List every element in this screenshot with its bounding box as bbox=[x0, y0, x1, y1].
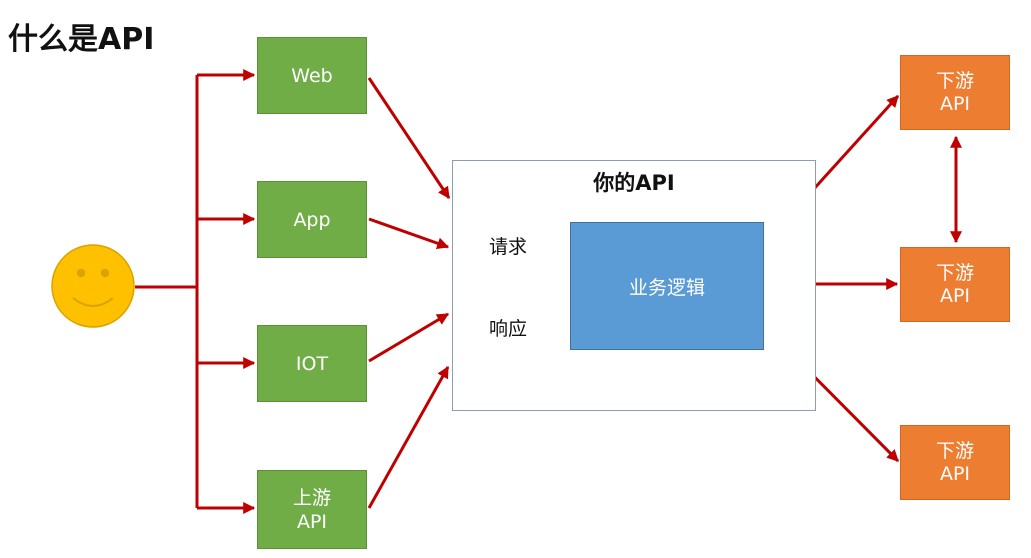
your-api-title: 你的API bbox=[593, 171, 675, 195]
request-label: 请求 bbox=[489, 236, 528, 258]
downstream-3-label-line2: API bbox=[939, 462, 971, 485]
downstream-1-label-line2: API bbox=[939, 92, 971, 115]
downstream-1-label-line1: 下游 bbox=[935, 69, 974, 92]
arrow-upstream-to-api bbox=[367, 365, 450, 509]
client-web-box: Web bbox=[257, 37, 367, 114]
downstream-2-label-line1: 下游 bbox=[935, 261, 974, 284]
smiley-face-icon bbox=[51, 244, 135, 328]
downstream-3-label-line1: 下游 bbox=[935, 439, 974, 462]
client-app-label: App bbox=[293, 208, 331, 231]
client-app-box: App bbox=[257, 181, 367, 258]
client-upstream-api-box: 上游 API bbox=[257, 470, 367, 549]
arrow-web-to-api bbox=[367, 77, 451, 199]
response-label: 响应 bbox=[489, 318, 528, 340]
client-upstream-label-line1: 上游 bbox=[292, 486, 331, 509]
arrow-iot-to-api bbox=[368, 312, 450, 363]
page-title: 什么是API bbox=[8, 22, 155, 57]
client-iot-label: IOT bbox=[295, 352, 329, 375]
business-logic-box: 业务逻辑 bbox=[570, 222, 764, 350]
downstream-api-box-3: 下游 API bbox=[900, 425, 1010, 500]
business-logic-label: 业务逻辑 bbox=[628, 276, 705, 299]
client-upstream-label-line2: API bbox=[296, 510, 328, 533]
downstream-api-box-1: 下游 API bbox=[900, 55, 1010, 130]
arrow-app-to-api bbox=[368, 217, 450, 250]
downstream-api-box-2: 下游 API bbox=[900, 247, 1010, 322]
client-iot-box: IOT bbox=[257, 325, 367, 402]
downstream-2-label-line2: API bbox=[939, 284, 971, 307]
client-web-label: Web bbox=[291, 64, 333, 87]
